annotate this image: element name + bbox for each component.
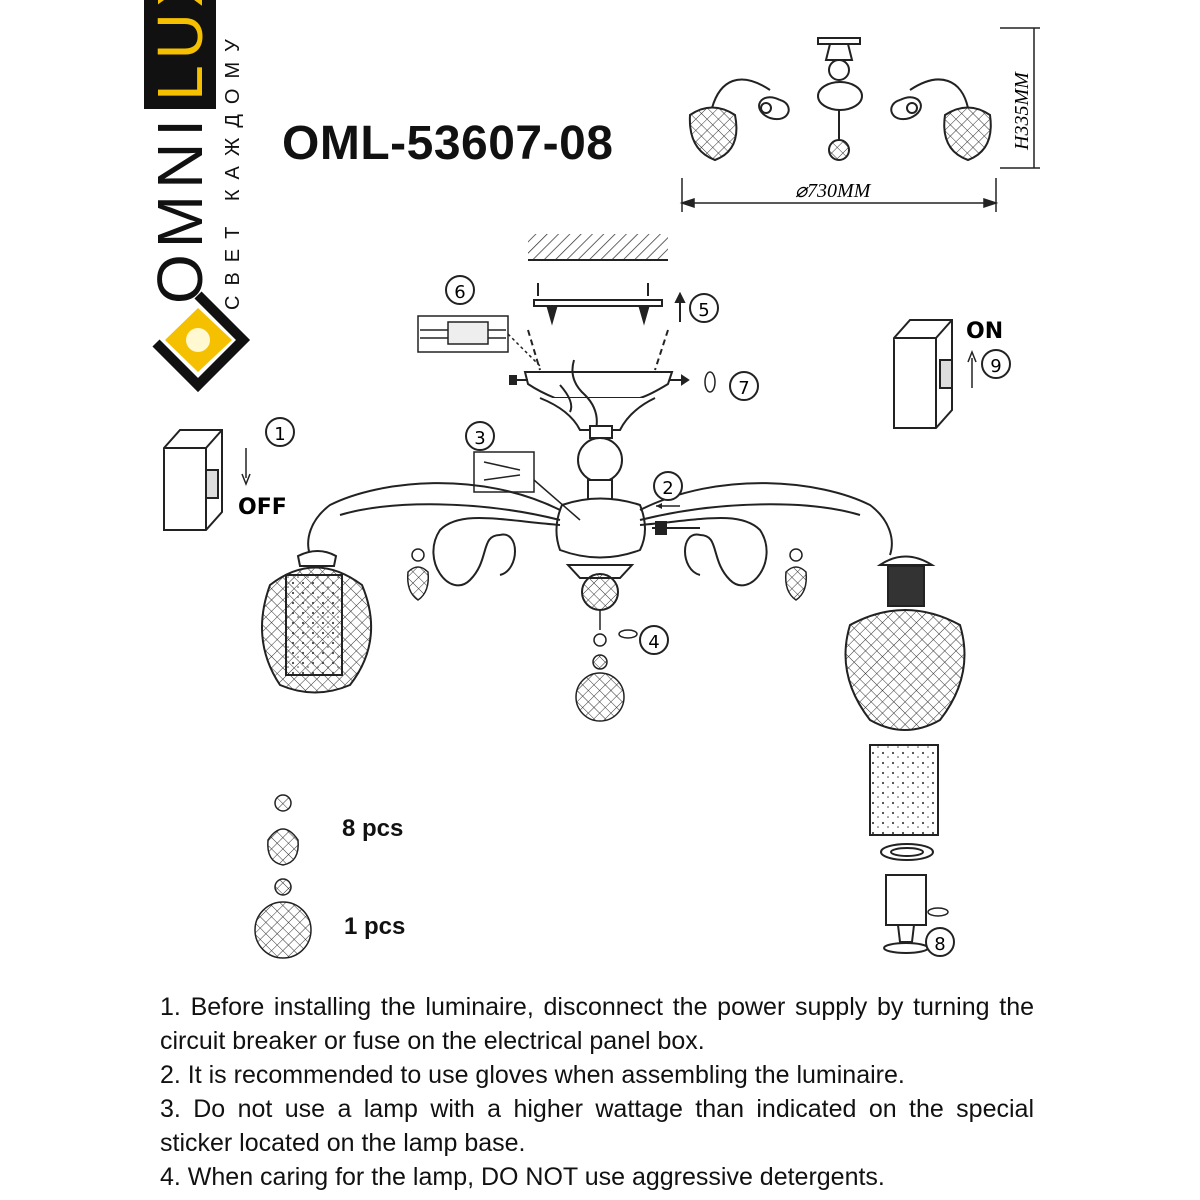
step-3-marker: 3 (465, 421, 495, 451)
switch-off-icon (163, 429, 223, 531)
large-crystal-ball-icon (254, 878, 312, 959)
shade-ring (880, 843, 934, 861)
assembly-diagram: ⌀730MM H335MM (152, 27, 1040, 959)
switch-off-label: OFF (238, 495, 287, 520)
note-item: 3. Do not use a lamp with a higher watta… (160, 1095, 1034, 1157)
mounting-bar (533, 283, 686, 326)
step-8-marker: 8 (925, 907, 955, 957)
large-ball-qty: 1 pcs (344, 913, 406, 940)
svg-text:7: 7 (738, 378, 749, 399)
step-1-marker: 1 (265, 417, 295, 447)
svg-text:1: 1 (274, 424, 285, 445)
on-arrow-icon (967, 349, 977, 388)
note-item: 1. Before installing the luminaire, disc… (160, 993, 1034, 1055)
logo-diamond-icon (152, 291, 251, 393)
step-4-marker: 4 (618, 625, 669, 655)
svg-text:5: 5 (698, 300, 709, 321)
left-glass-shade (261, 550, 373, 694)
connector-block-icon (417, 315, 541, 367)
svg-text:8: 8 (934, 934, 945, 955)
small-pendant-qty: 8 pcs (342, 815, 404, 842)
canopy (509, 329, 690, 431)
switch-on-label: ON (966, 319, 1003, 344)
svg-text:3: 3 (474, 428, 485, 449)
step-9-marker: 9 (981, 349, 1011, 379)
central-crystal-ball (575, 610, 625, 722)
right-glass-shade (844, 609, 966, 731)
arm-pendant-left (406, 548, 430, 601)
diameter-dimension (679, 178, 999, 212)
svg-text:4: 4 (648, 632, 659, 653)
step-6-marker: 6 (445, 275, 475, 305)
height-dimension (1000, 27, 1040, 169)
chandelier-body (555, 425, 646, 611)
svg-text:6: 6 (454, 282, 465, 303)
overview-drawing (688, 37, 992, 162)
model-number: OML-53607-08 (282, 117, 614, 170)
ceiling-hatch (528, 234, 668, 261)
svg-text:2: 2 (662, 478, 673, 499)
note-item: 4. When caring for the lamp, DO NOT use … (160, 1163, 885, 1191)
safety-notes: 1. Before installing the luminaire, disc… (160, 990, 1034, 1194)
off-arrow-icon (241, 448, 251, 487)
chandelier-arms (307, 482, 893, 587)
small-crystal-pendant-icon (267, 794, 299, 866)
lamp-holder (883, 874, 929, 954)
step-7-marker: 7 (704, 371, 759, 401)
right-lamp-socket (876, 555, 936, 607)
switch-on-icon (893, 319, 953, 429)
height-label: H335MM (1011, 71, 1033, 151)
arm-pendant-right (784, 548, 808, 601)
diameter-label: ⌀730MM (795, 180, 872, 202)
step-2-marker: 2 (653, 471, 683, 509)
step-5-marker: 5 (689, 293, 719, 323)
svg-text:9: 9 (990, 356, 1001, 377)
note-item: 2. It is recommended to use gloves when … (160, 1061, 905, 1089)
inner-glass-cylinder (869, 744, 939, 836)
